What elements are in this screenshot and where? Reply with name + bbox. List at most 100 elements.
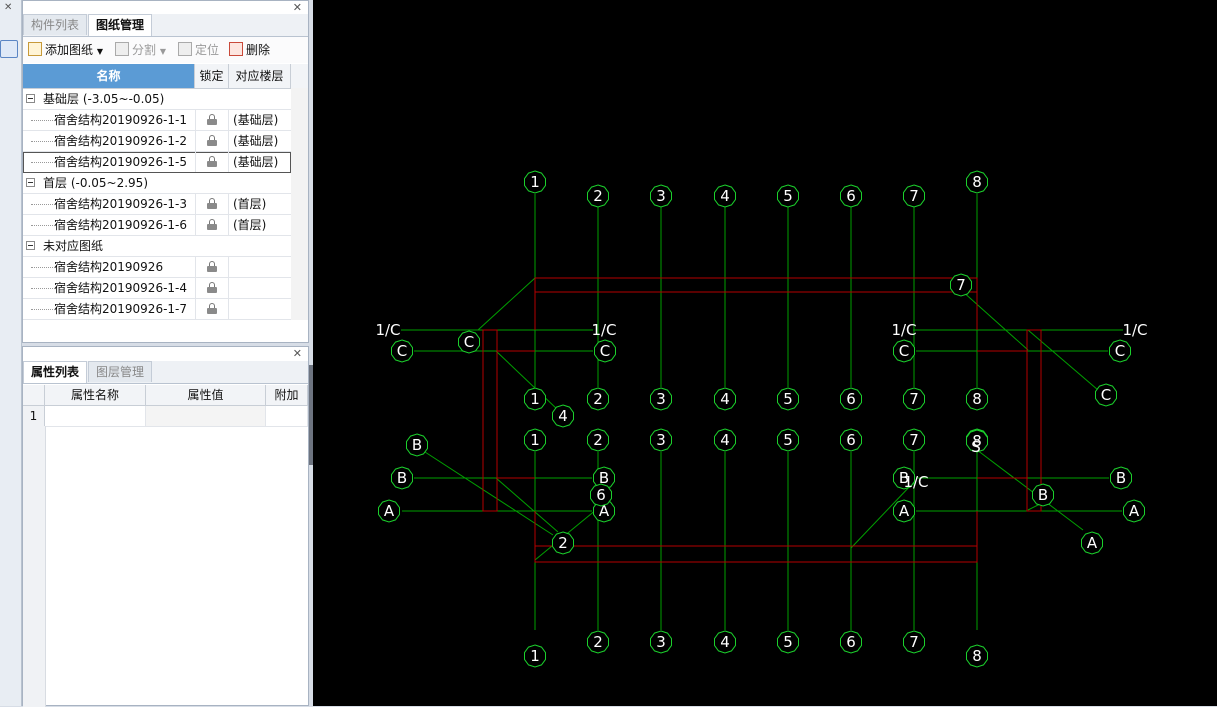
extra-cell[interactable]	[266, 406, 308, 426]
drawing-name: 宿舍结构20190926-1-6	[54, 218, 188, 232]
grid-bubble	[524, 644, 546, 668]
drawing-name: 宿舍结构20190926-1-3	[54, 197, 188, 211]
column-header-floor[interactable]: 对应楼层	[229, 64, 291, 88]
grid-bubble	[1032, 483, 1054, 507]
grid-bubble	[458, 330, 480, 354]
grid-bubble-label: 1	[530, 390, 540, 408]
column-header-prop-value[interactable]: 属性值	[146, 385, 266, 405]
grid-bubble-label: 4	[720, 633, 730, 651]
tree-item-row[interactable]: 宿舍结构20190926-1-5(基础层)	[23, 152, 291, 173]
grid-bubble-label: C	[600, 342, 610, 360]
grid-bubble	[777, 184, 799, 208]
lock-cell[interactable]	[195, 299, 229, 319]
tab-layer-management[interactable]: 图层管理	[88, 361, 153, 382]
split-button[interactable]: 分割 ▼	[115, 42, 166, 58]
column-header-extra[interactable]: 附加	[266, 385, 308, 405]
grid-bubble-label: B	[899, 469, 909, 487]
collapse-icon[interactable]	[26, 94, 35, 103]
prop-value-cell[interactable]	[146, 406, 266, 426]
grid-bubble-label: 3	[656, 187, 666, 205]
delete-button[interactable]: 删除	[229, 42, 270, 58]
tree-item-row[interactable]: 宿舍结构20190926-1-2(基础层)	[23, 131, 291, 152]
close-icon[interactable]: ✕	[292, 1, 302, 14]
lock-cell[interactable]	[195, 257, 229, 277]
grid-bubble-label: 5	[783, 390, 793, 408]
floor-cell: (首层)	[233, 197, 267, 211]
grid-bubble-label: 3	[656, 390, 666, 408]
tab-drawing-management[interactable]: 图纸管理	[88, 14, 153, 36]
dropdown-arrow-icon[interactable]: ▼	[159, 47, 166, 56]
dropdown-arrow-icon[interactable]: ▼	[96, 47, 103, 56]
wall-outline	[482, 329, 498, 512]
grid-bubble-label: 4	[558, 407, 568, 425]
column-header-prop-name[interactable]: 属性名称	[45, 385, 146, 405]
tree-item-row[interactable]: 宿舍结构20190926-1-7	[23, 299, 291, 320]
grid-bubble	[650, 387, 672, 411]
tree-item-row[interactable]: 宿舍结构20190926-1-3 (首层)	[23, 194, 291, 215]
grid-bubble	[777, 428, 799, 452]
table-row[interactable]: 1	[23, 406, 308, 427]
grid-bubble-label: 6	[846, 431, 856, 449]
lock-cell[interactable]	[195, 110, 229, 130]
panel-splitter-handle[interactable]	[309, 365, 313, 465]
row-index: 1	[23, 406, 45, 426]
axis-text-label: S	[971, 438, 981, 456]
lock-cell[interactable]	[195, 278, 229, 298]
tree-group-row[interactable]: 基础层 (-3.05~-0.05)	[23, 89, 291, 110]
grid-bubble	[587, 184, 609, 208]
wall-outline	[534, 277, 978, 293]
grid-bubble	[594, 339, 616, 363]
grid-bubble-label: B	[1038, 486, 1048, 504]
tab-component-list[interactable]: 构件列表	[23, 14, 88, 35]
tree-item-row[interactable]: 宿舍结构20190926-1-6(首层)	[23, 215, 291, 236]
locate-button[interactable]: 定位	[178, 42, 219, 58]
tree-connector	[31, 141, 53, 143]
add-drawing-button[interactable]: 添加图纸 ▼	[28, 42, 103, 58]
tree-item-row[interactable]: 宿舍结构20190926-1-1(基础层)	[23, 110, 291, 131]
lock-cell[interactable]	[195, 215, 229, 235]
grid-bubble	[777, 387, 799, 411]
grid-bubble	[587, 630, 609, 654]
tree-item-row[interactable]: 宿舍结构20190926-1-4	[23, 278, 291, 299]
lock-cell[interactable]	[195, 152, 229, 172]
prop-name-cell[interactable]	[45, 406, 146, 426]
drawing-panel-tabs: 构件列表 图纸管理	[23, 14, 308, 37]
lock-icon	[207, 135, 217, 146]
column-header-name[interactable]: 名称	[23, 64, 195, 88]
grid-bubble	[650, 428, 672, 452]
collapse-icon[interactable]	[26, 241, 35, 250]
leader-line	[495, 477, 559, 533]
tree-group-row[interactable]: 首层 (-0.05~2.95)	[23, 173, 291, 194]
column-header-lock[interactable]: 锁定	[195, 64, 229, 88]
grid-bubble-label: 8	[972, 390, 982, 408]
tree-item-row[interactable]: 宿舍结构20190926	[23, 257, 291, 278]
grid-bubble-label: 7	[909, 187, 919, 205]
vertical-scrollbar[interactable]	[291, 88, 308, 320]
leader-line	[495, 350, 559, 411]
lock-icon	[207, 261, 217, 272]
cad-drawing-canvas[interactable]: 12345678123456781234567812345678CCCCCCBB…	[313, 0, 1217, 706]
dock-panel-icon[interactable]	[0, 40, 18, 58]
tab-property-list[interactable]: 属性列表	[23, 361, 88, 383]
grid-bubble-label: C	[899, 342, 909, 360]
collapse-icon[interactable]	[26, 178, 35, 187]
grid-bubble-label: 4	[720, 390, 730, 408]
grid-bubble	[391, 466, 413, 490]
floor-cell: (基础层)	[233, 155, 279, 169]
grid-bubble-label: A	[384, 502, 395, 520]
close-icon[interactable]: ✕	[292, 347, 302, 360]
drawing-management-panel: ✕ 构件列表 图纸管理 添加图纸 ▼ 分割 ▼ 定位 删除 名称 锁定 对应楼层…	[22, 0, 309, 343]
tree-group-row[interactable]: 未对应图纸	[23, 236, 291, 257]
tree-connector	[31, 267, 53, 269]
lock-cell[interactable]	[195, 194, 229, 214]
grid-bubble	[840, 428, 862, 452]
grid-bubble	[903, 630, 925, 654]
grid-bubble-label: B	[397, 469, 407, 487]
lock-cell[interactable]	[195, 131, 229, 151]
grid-bubble	[714, 184, 736, 208]
grid-bubble	[903, 184, 925, 208]
close-icon[interactable]: ✕	[4, 2, 13, 13]
grid-bubble	[391, 339, 413, 363]
drawing-name: 宿舍结构20190926-1-1	[54, 113, 188, 127]
drawing-name: 宿舍结构20190926	[54, 260, 164, 274]
